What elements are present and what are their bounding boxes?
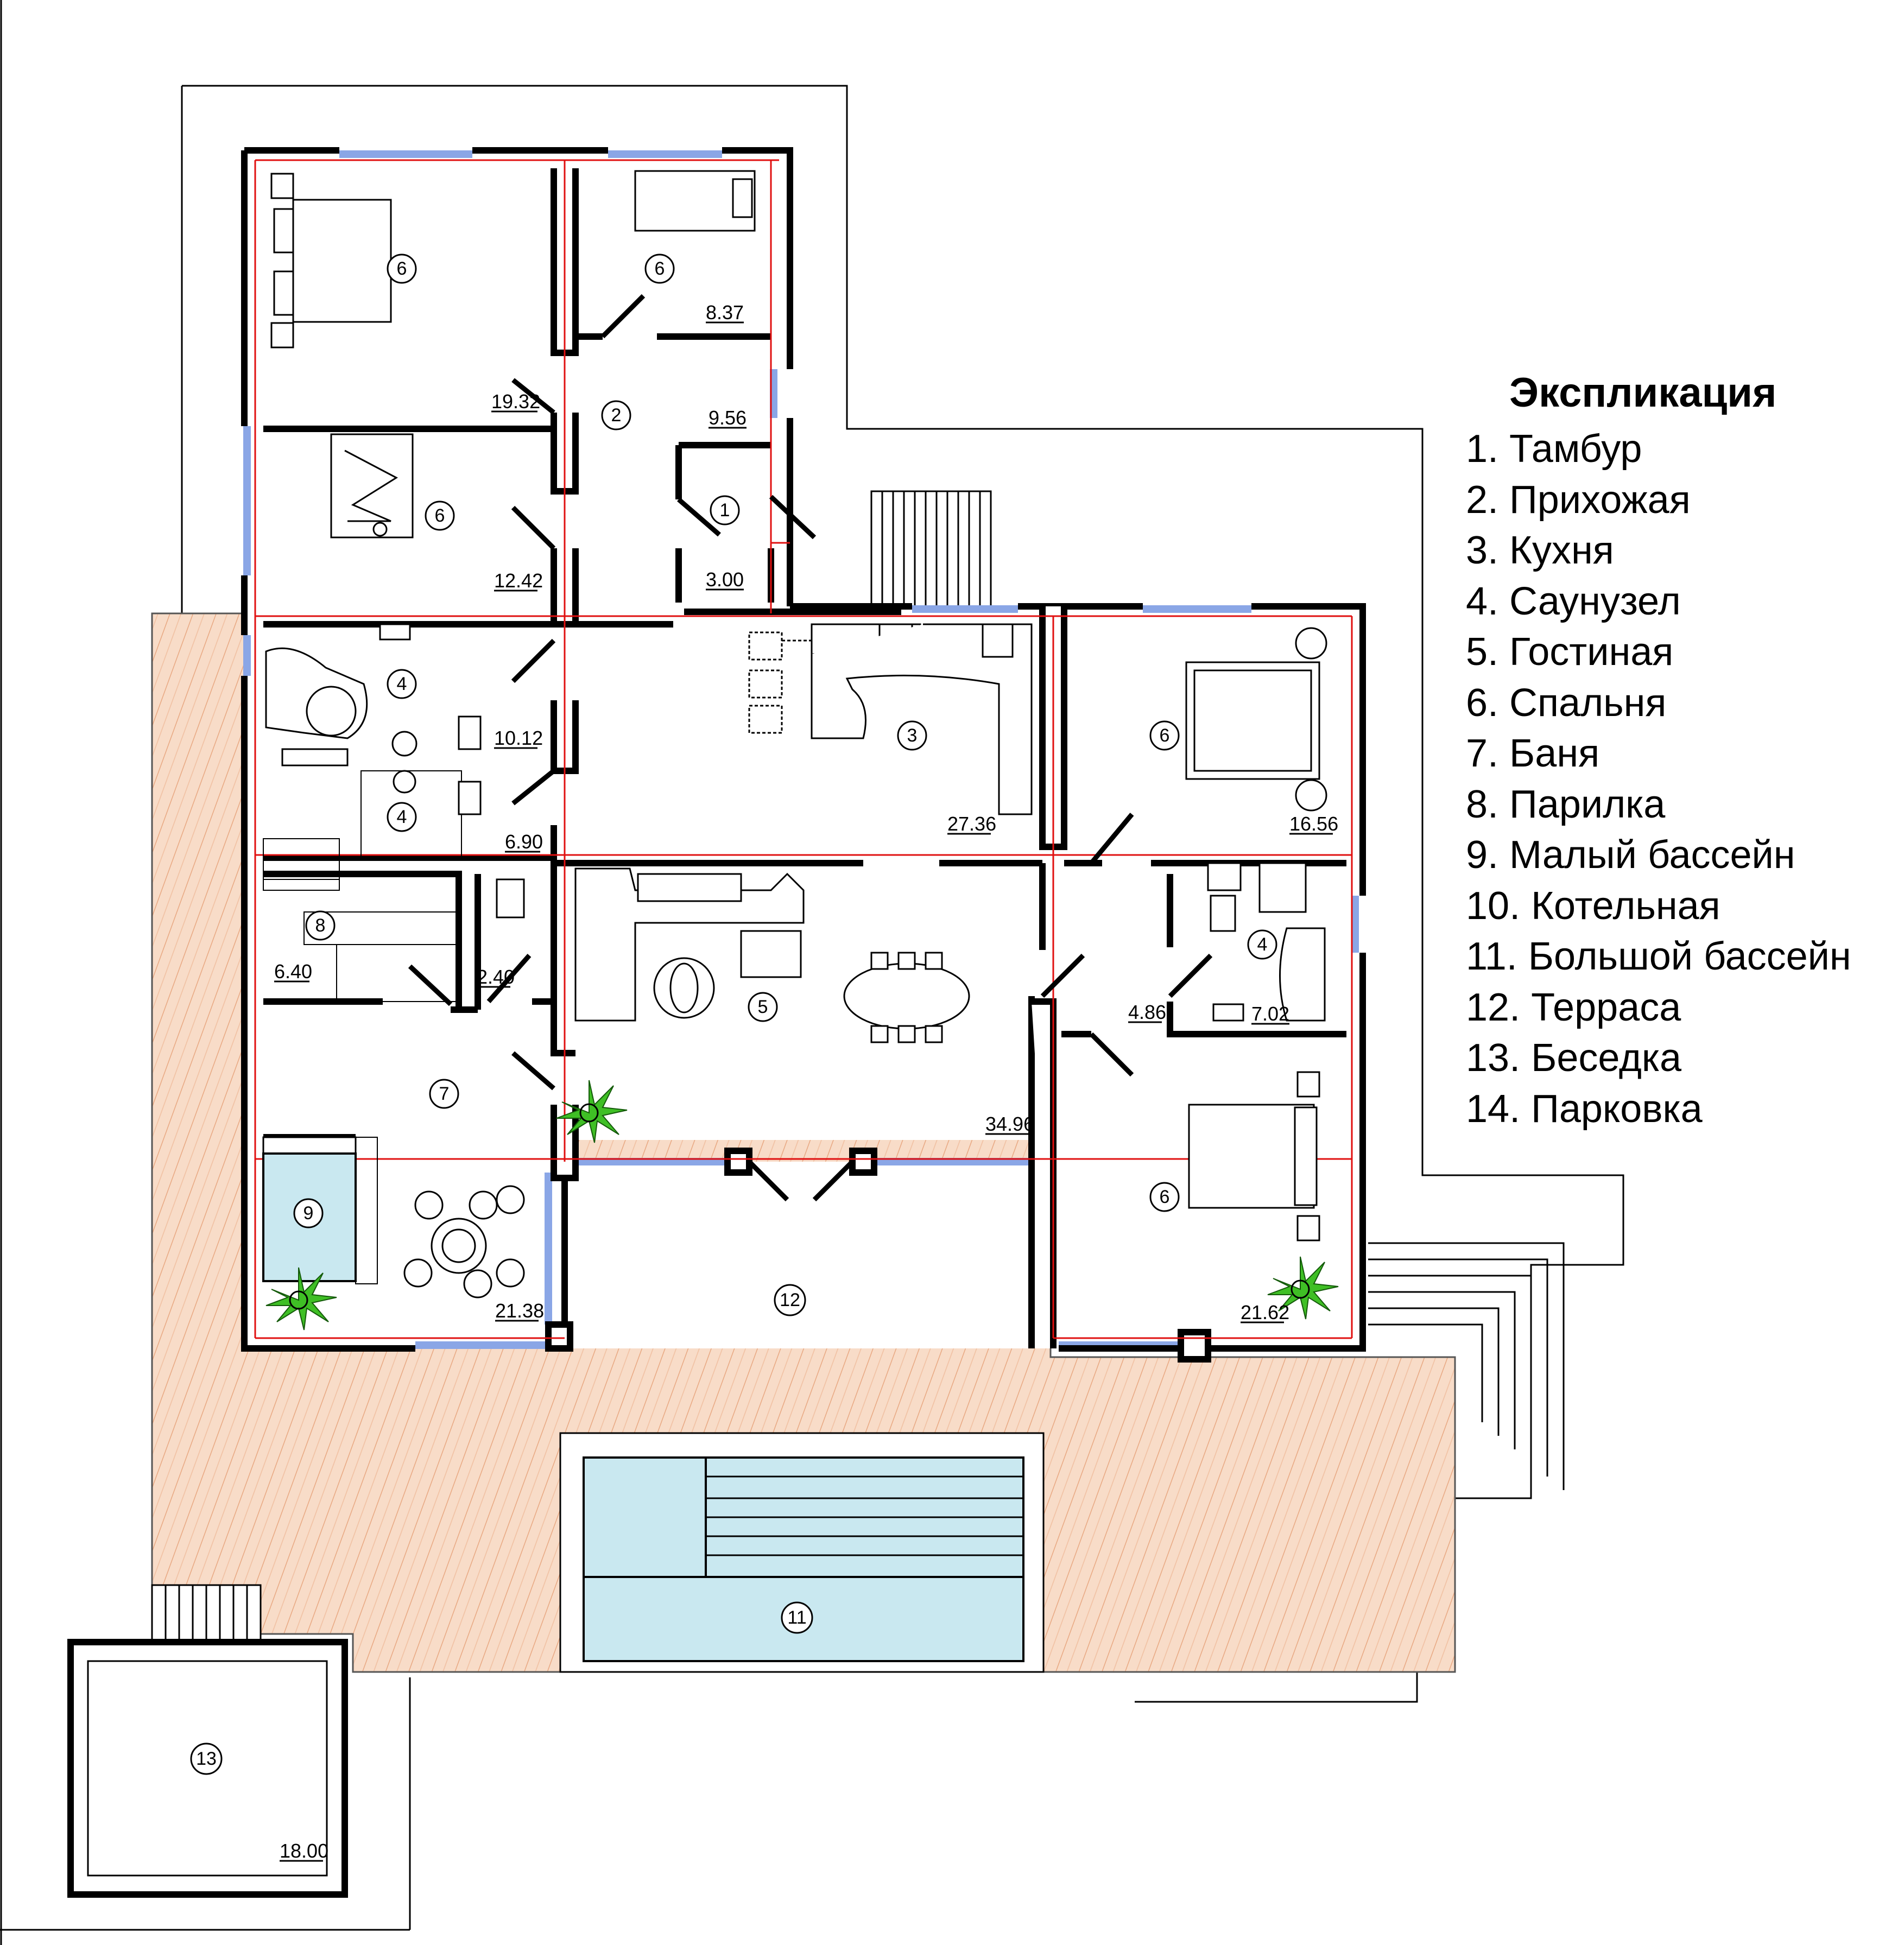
room-marker-bedroom-nw-mid: 6 — [425, 500, 455, 531]
room-area: 6.40 — [274, 960, 312, 983]
room-number: 6 — [435, 505, 445, 526]
room-area: 8.37 — [706, 301, 744, 324]
room-area: 27.36 — [947, 813, 996, 835]
room-marker-large-pool: 11 — [781, 1601, 813, 1634]
legend-item: 10. Котельная — [1466, 884, 1720, 928]
legend-item: 9. Малый бассейн — [1466, 833, 1795, 877]
room-number: 1 — [720, 500, 730, 521]
room-area: 16.56 — [1289, 813, 1338, 835]
room-number: 4 — [397, 674, 407, 694]
room-area: 21.38 — [495, 1300, 544, 1322]
room-area: 10.12 — [494, 727, 543, 749]
room-marker-living-room: 5 — [748, 992, 778, 1022]
room-marker-small-pool: 9 — [293, 1198, 324, 1228]
room-area: 21.62 — [1241, 1301, 1289, 1323]
room-number: 12 — [780, 1290, 800, 1310]
legend-title: Экспликация — [1509, 370, 1777, 416]
room-area: 18.00 — [280, 1840, 328, 1862]
room-marker-bathroom-w-top: 4 — [387, 669, 417, 699]
room-area: 3.00 — [706, 568, 744, 591]
room-marker-bedroom-nw-top: 6 — [387, 254, 417, 284]
legend-item: 14. Парковка — [1466, 1087, 1703, 1131]
axis-lines — [254, 159, 1353, 1339]
room-number: 9 — [303, 1203, 314, 1224]
legend-item: 4. Саунузел — [1466, 579, 1681, 623]
room-number: 6 — [1160, 725, 1170, 746]
room-number: 4 — [397, 807, 407, 827]
room-number: 3 — [907, 725, 918, 746]
room-number: 6 — [1160, 1187, 1170, 1207]
large-pool — [559, 1432, 1045, 1673]
legend-item: 6. Спальня — [1466, 681, 1667, 725]
legend-item: 5. Гостиная — [1466, 630, 1674, 674]
room-number: 8 — [315, 915, 326, 936]
room-number: 6 — [655, 258, 665, 279]
stairs-entrance — [870, 490, 992, 617]
legend-item: 11. Большой бассейн — [1466, 935, 1851, 978]
room-area: 7.02 — [1251, 1003, 1289, 1025]
room-area-labels: 19.32 8.37 9.56 3.00 12.42 10.12 6.90 27… — [274, 301, 1338, 1862]
legend-item: 7. Баня — [1466, 732, 1600, 775]
room-number: 2 — [611, 405, 622, 426]
room-area: 2.40 — [477, 966, 515, 988]
room-area: 19.32 — [491, 390, 540, 413]
room-marker-bathroom-e: 4 — [1247, 929, 1277, 960]
room-number: 13 — [196, 1748, 217, 1769]
legend-item: 8. Парилка — [1466, 782, 1666, 826]
room-marker-vestibule: 1 — [710, 495, 740, 525]
windows — [243, 150, 1359, 1349]
legend-panel: Экспликация 1. Тамбур 2. Прихожая 3. Кух… — [1466, 369, 1889, 1135]
room-marker-gazebo: 13 — [190, 1743, 223, 1775]
room-marker-terrace: 12 — [774, 1284, 806, 1316]
room-number: 7 — [439, 1084, 450, 1104]
room-number-markers: 6 6 2 1 6 4 4 3 6 8 5 4 7 9 6 12 11 13 — [190, 254, 1277, 1775]
plant-icon — [265, 1080, 1339, 1331]
room-marker-kitchen: 3 — [897, 720, 927, 751]
room-area: 12.42 — [494, 569, 543, 592]
legend-item: 12. Терраса — [1466, 985, 1681, 1029]
legend-item: 13. Беседка — [1466, 1036, 1681, 1080]
room-marker-bedroom-e-bottom: 6 — [1149, 1182, 1180, 1212]
room-marker-sauna: 7 — [429, 1079, 459, 1109]
stairs-east — [1368, 1242, 1565, 1490]
room-marker-hallway: 2 — [601, 400, 631, 430]
room-marker-bedroom-n-small: 6 — [644, 254, 675, 284]
room-number: 5 — [758, 997, 768, 1017]
room-marker-steam-room: 8 — [305, 910, 336, 941]
room-number: 11 — [787, 1607, 806, 1628]
room-number: 6 — [397, 258, 407, 279]
legend-list: 1. Тамбур 2. Прихожая 3. Кухня 4. Саунуз… — [1466, 424, 1889, 1135]
room-marker-bathroom-w-bottom: 4 — [387, 802, 417, 832]
legend-item: 1. Тамбур — [1466, 427, 1642, 471]
legend-item: 3. Кухня — [1466, 529, 1614, 572]
room-area: 6.90 — [505, 831, 543, 853]
legend-item: 2. Прихожая — [1466, 478, 1691, 522]
room-area: 34.96 — [985, 1113, 1034, 1135]
room-area: 4.86 — [1128, 1001, 1166, 1023]
doors — [408, 294, 1213, 1202]
room-number: 4 — [1257, 934, 1268, 955]
room-area: 9.56 — [709, 407, 747, 429]
furniture — [262, 170, 1327, 1298]
room-marker-bedroom-e-top: 6 — [1149, 720, 1180, 751]
